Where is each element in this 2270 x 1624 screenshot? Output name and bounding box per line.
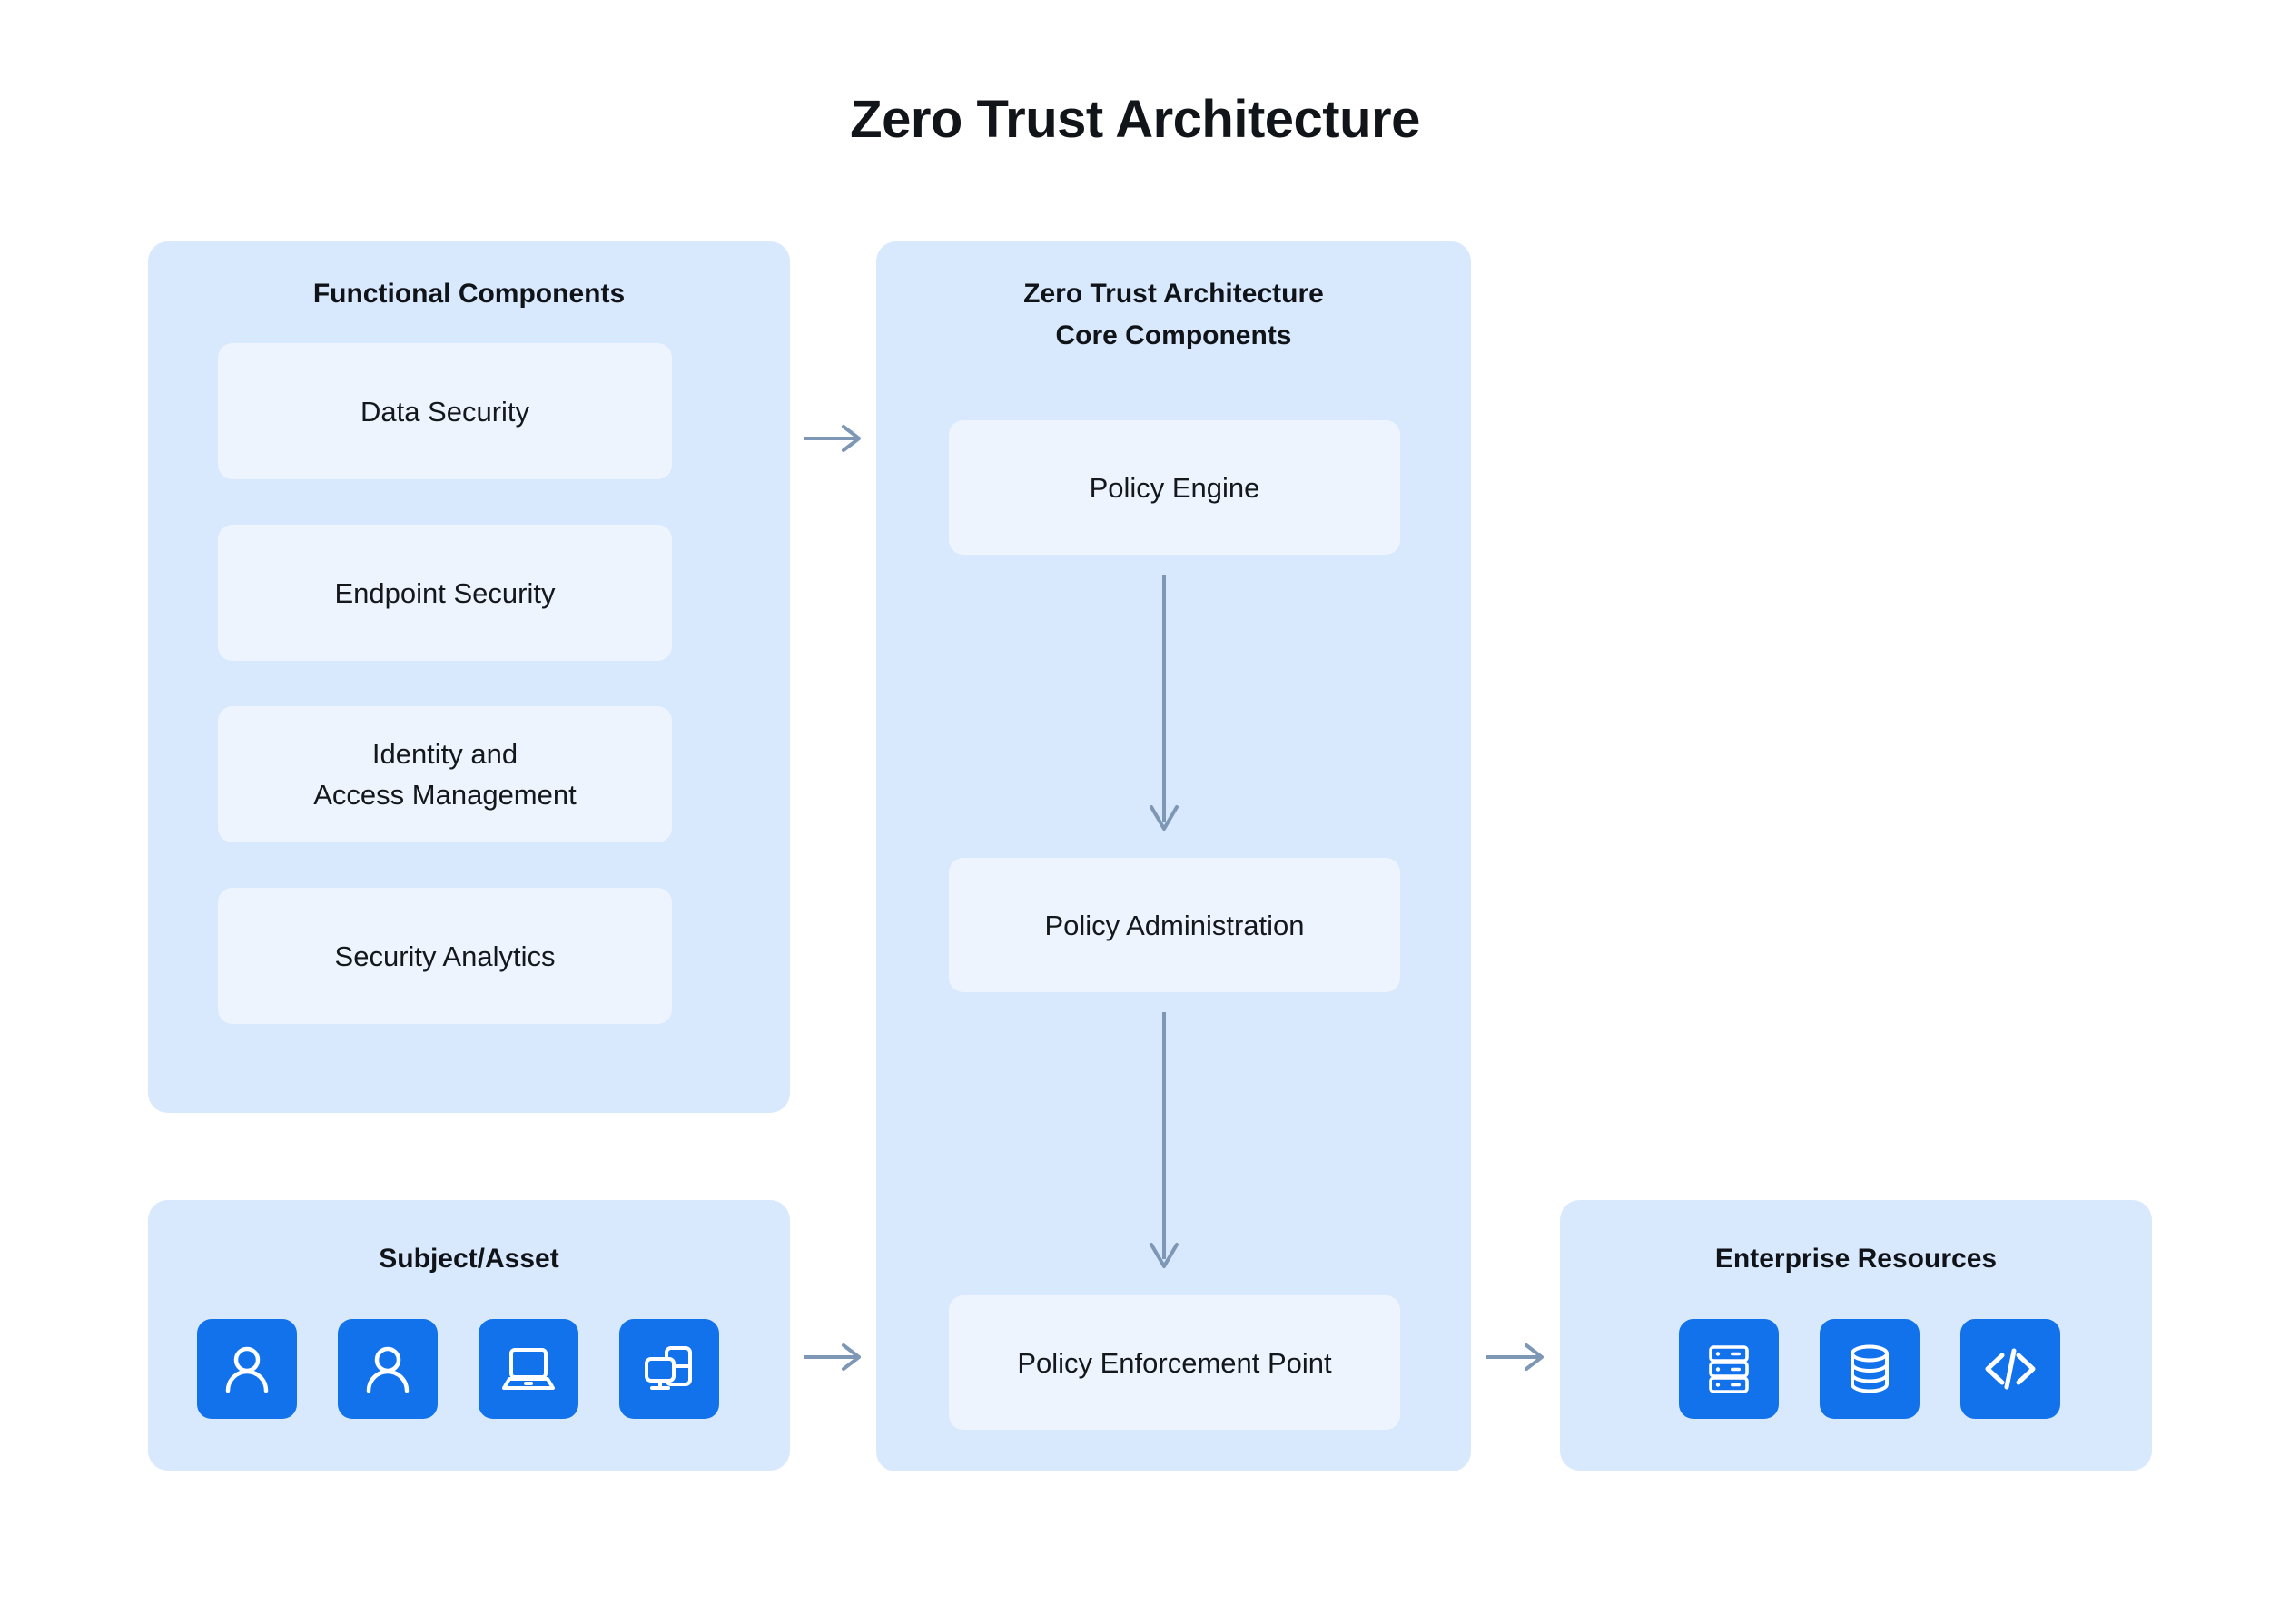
card-endpoint-security[interactable]: Endpoint Security [218, 525, 672, 661]
card-policy-administration[interactable]: Policy Administration [949, 858, 1400, 992]
page-title: Zero Trust Architecture [850, 90, 1420, 149]
devices-icon [639, 1339, 699, 1399]
arrow-subject-to-core [804, 1339, 865, 1375]
core-components-title-line1: Zero Trust Architecture [1023, 279, 1324, 309]
code-icon [1980, 1339, 2040, 1399]
user-icon-tile-2[interactable] [338, 1319, 438, 1419]
database-icon [1841, 1341, 1898, 1397]
enterprise-resources-panel: Enterprise Resources [1560, 1200, 2152, 1471]
card-security-analytics[interactable]: Security Analytics [218, 888, 672, 1024]
functional-components-panel: Functional Components Data Security Endp… [148, 241, 790, 1113]
database-icon-tile[interactable] [1820, 1319, 1920, 1419]
card-policy-enforcement-point[interactable]: Policy Enforcement Point [949, 1295, 1400, 1430]
core-components-title-line2: Core Components [1055, 320, 1292, 350]
user-icon [218, 1340, 276, 1398]
arrow-core-to-resources [1486, 1339, 1548, 1375]
laptop-icon-tile[interactable] [479, 1319, 578, 1419]
code-icon-tile[interactable] [1960, 1319, 2060, 1419]
arrow-policy-engine-to-administration [1146, 575, 1182, 838]
server-rack-icon-tile[interactable] [1679, 1319, 1779, 1419]
user-icon [359, 1340, 417, 1398]
subject-asset-title: Subject/Asset [379, 1244, 559, 1274]
arrow-functional-to-core [804, 420, 865, 457]
arrow-policy-administration-to-enforcement [1146, 1012, 1182, 1275]
server-rack-icon [1701, 1341, 1757, 1397]
laptop-icon [498, 1339, 558, 1399]
card-identity-and-access-management[interactable]: Identity and Access Management [218, 706, 672, 842]
core-components-panel: Zero Trust Architecture Core Components … [876, 241, 1471, 1471]
user-icon-tile-1[interactable] [197, 1319, 297, 1419]
card-data-security[interactable]: Data Security [218, 343, 672, 479]
card-policy-engine[interactable]: Policy Engine [949, 420, 1400, 555]
devices-icon-tile[interactable] [619, 1319, 719, 1419]
subject-asset-panel: Subject/Asset [148, 1200, 790, 1471]
enterprise-resources-title: Enterprise Resources [1714, 1244, 1998, 1274]
functional-components-title: Functional Components [312, 279, 626, 309]
